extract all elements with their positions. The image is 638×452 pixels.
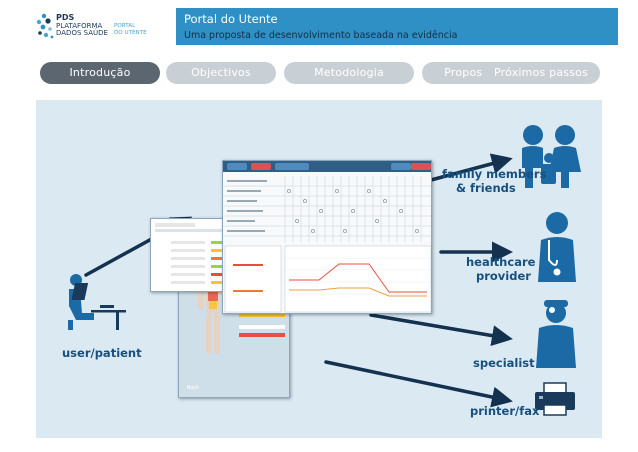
header-subtitle: Uma proposta de desenvolvimento baseada … <box>184 30 457 41</box>
arrow-to-specialist <box>371 315 506 338</box>
nav-tabs: Introdução Objectivos Metodologia Propos… <box>40 62 598 84</box>
toolbar-button[interactable] <box>391 163 411 170</box>
toolbar-button[interactable] <box>227 163 247 170</box>
user-at-computer-icon <box>68 274 126 330</box>
app-window-symptom-tracker <box>222 160 432 314</box>
tab-introducao[interactable]: Introdução <box>40 62 160 84</box>
specialist-label: specialist <box>473 357 535 369</box>
printer-fax-label: printer/fax <box>470 405 539 417</box>
header-banner: Portal do Utente Uma proposta de desenvo… <box>176 8 618 45</box>
family-label-line1: family members <box>442 168 546 180</box>
healthcare-label-line1: healthcare <box>466 256 535 268</box>
healthcare-provider-icon <box>538 212 576 282</box>
pds-logo: PDS PLATAFORMA DADOS SAÚDE PORTAL DO UTE… <box>36 10 156 44</box>
family-label-line2: & friends <box>456 182 516 194</box>
portal-wordmark: PORTAL DO UTENTE <box>114 23 147 37</box>
pds-wordmark: PDS PLATAFORMA DADOS SAÚDE <box>56 14 108 38</box>
svg-text:Back: Back <box>187 385 199 391</box>
user-patient-label: user/patient <box>62 347 142 359</box>
tracker-toolbar <box>223 161 431 172</box>
healthcare-label-line2: provider <box>476 270 531 282</box>
tracker-content <box>223 172 432 314</box>
toolbar-button[interactable] <box>411 163 431 170</box>
specialist-icon <box>536 300 576 368</box>
toolbar-button[interactable] <box>275 163 309 170</box>
tab-proximos-passos[interactable]: Próximos passos <box>482 62 600 84</box>
printer-fax-icon <box>535 383 575 415</box>
tab-objectivos[interactable]: Objectivos <box>166 62 276 84</box>
pds-logo-icon <box>36 10 56 40</box>
connectivity-illustration: Back <box>36 100 602 438</box>
tab-metodologia[interactable]: Metodologia <box>284 62 414 84</box>
header-title: Portal do Utente <box>184 12 278 26</box>
toolbar-button[interactable] <box>251 163 271 170</box>
